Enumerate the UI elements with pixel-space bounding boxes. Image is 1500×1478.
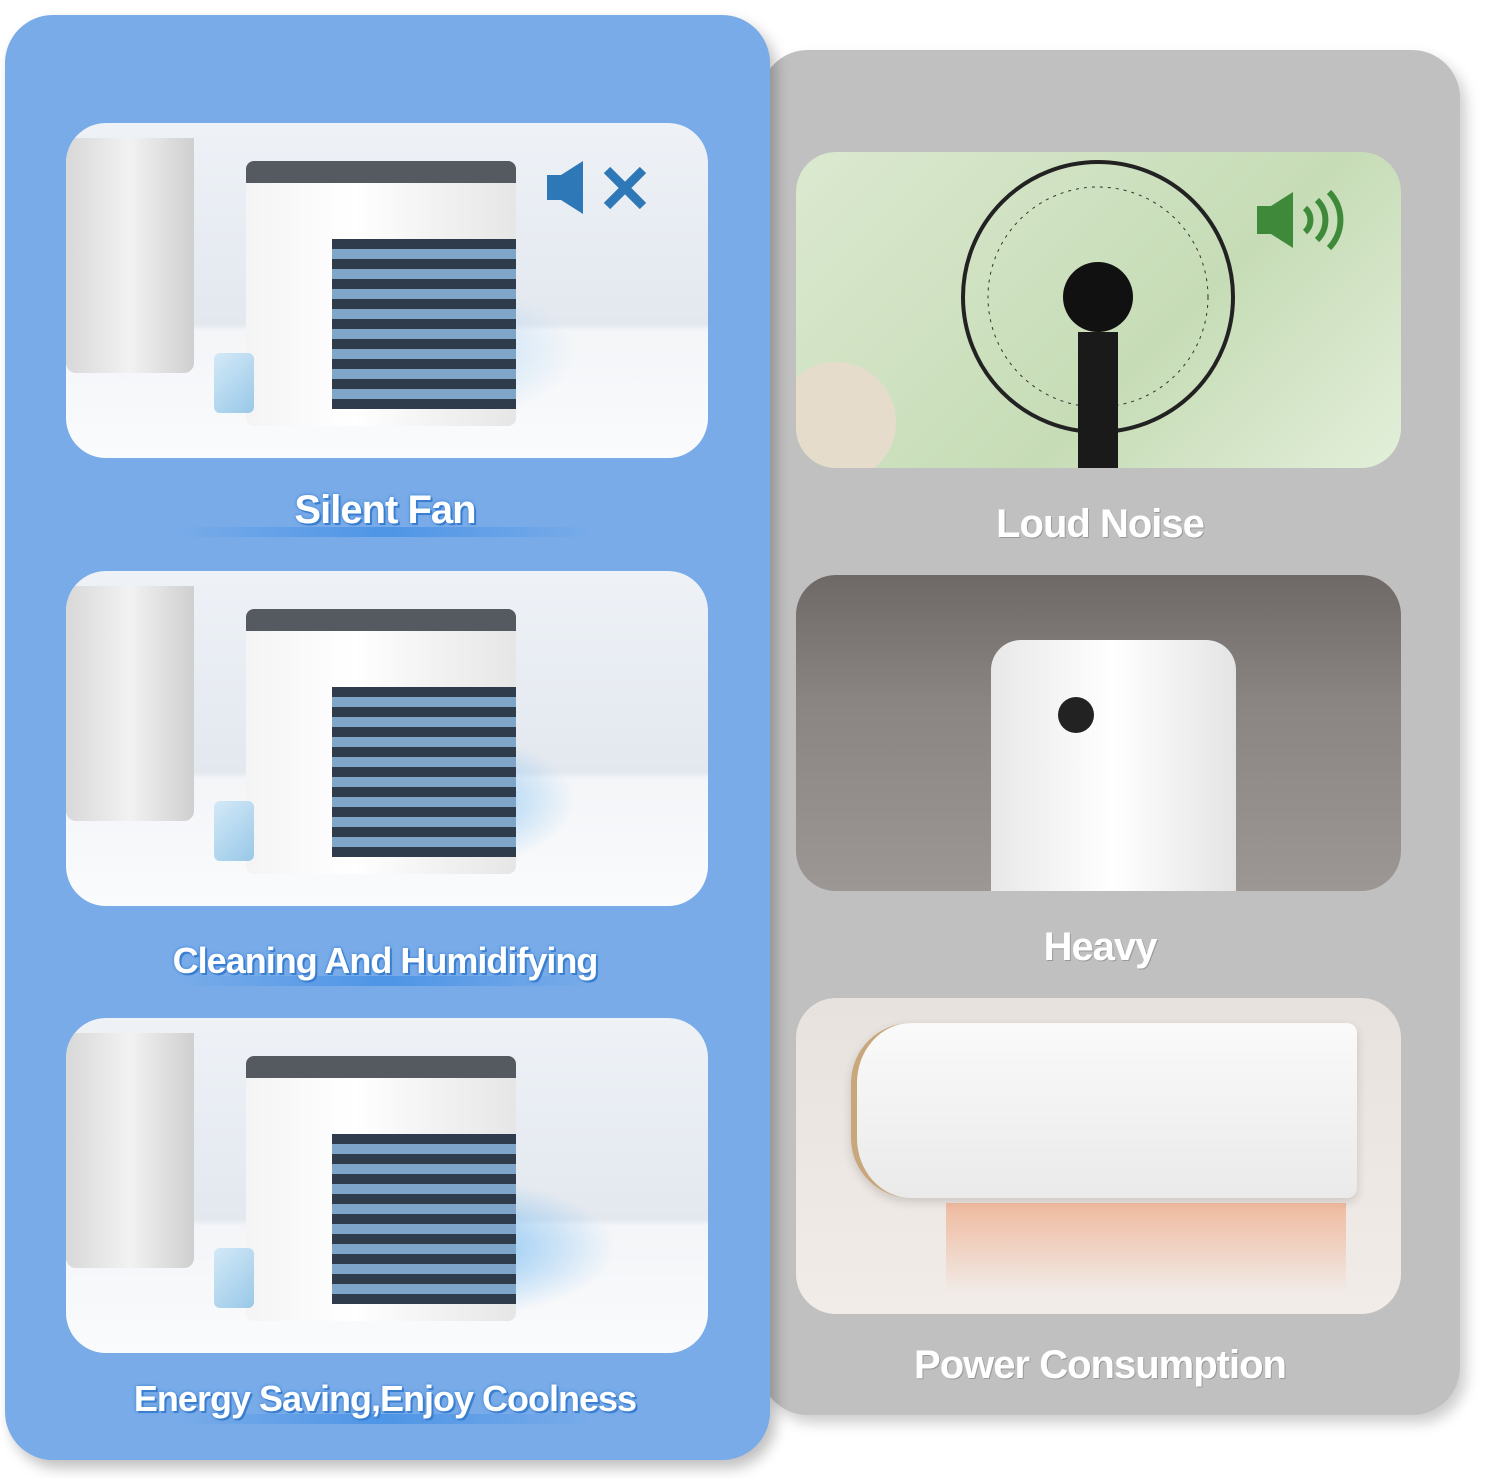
energy-saving-photo (66, 1018, 708, 1353)
silent-fan-label: Silent Fan (60, 488, 710, 537)
power-consumption-label: Power Consumption (914, 1343, 1287, 1387)
air-conditioner-photo (796, 998, 1401, 1314)
cleaning-humidifying-photo (66, 571, 708, 906)
loud-noise-label: Loud Noise (996, 502, 1205, 546)
speaker-muted-icon (545, 160, 655, 220)
silent-fan-photo (66, 123, 708, 458)
heavy-label: Heavy (1043, 925, 1158, 969)
energy-saving-label: Energy Saving,Enjoy Coolness (60, 1378, 710, 1424)
speaker-loud-icon (1255, 189, 1350, 255)
cleaning-humidifying-label: Cleaning And Humidifying (60, 940, 710, 986)
heavy-appliance-photo (796, 575, 1401, 891)
standing-fan-photo (796, 152, 1401, 468)
